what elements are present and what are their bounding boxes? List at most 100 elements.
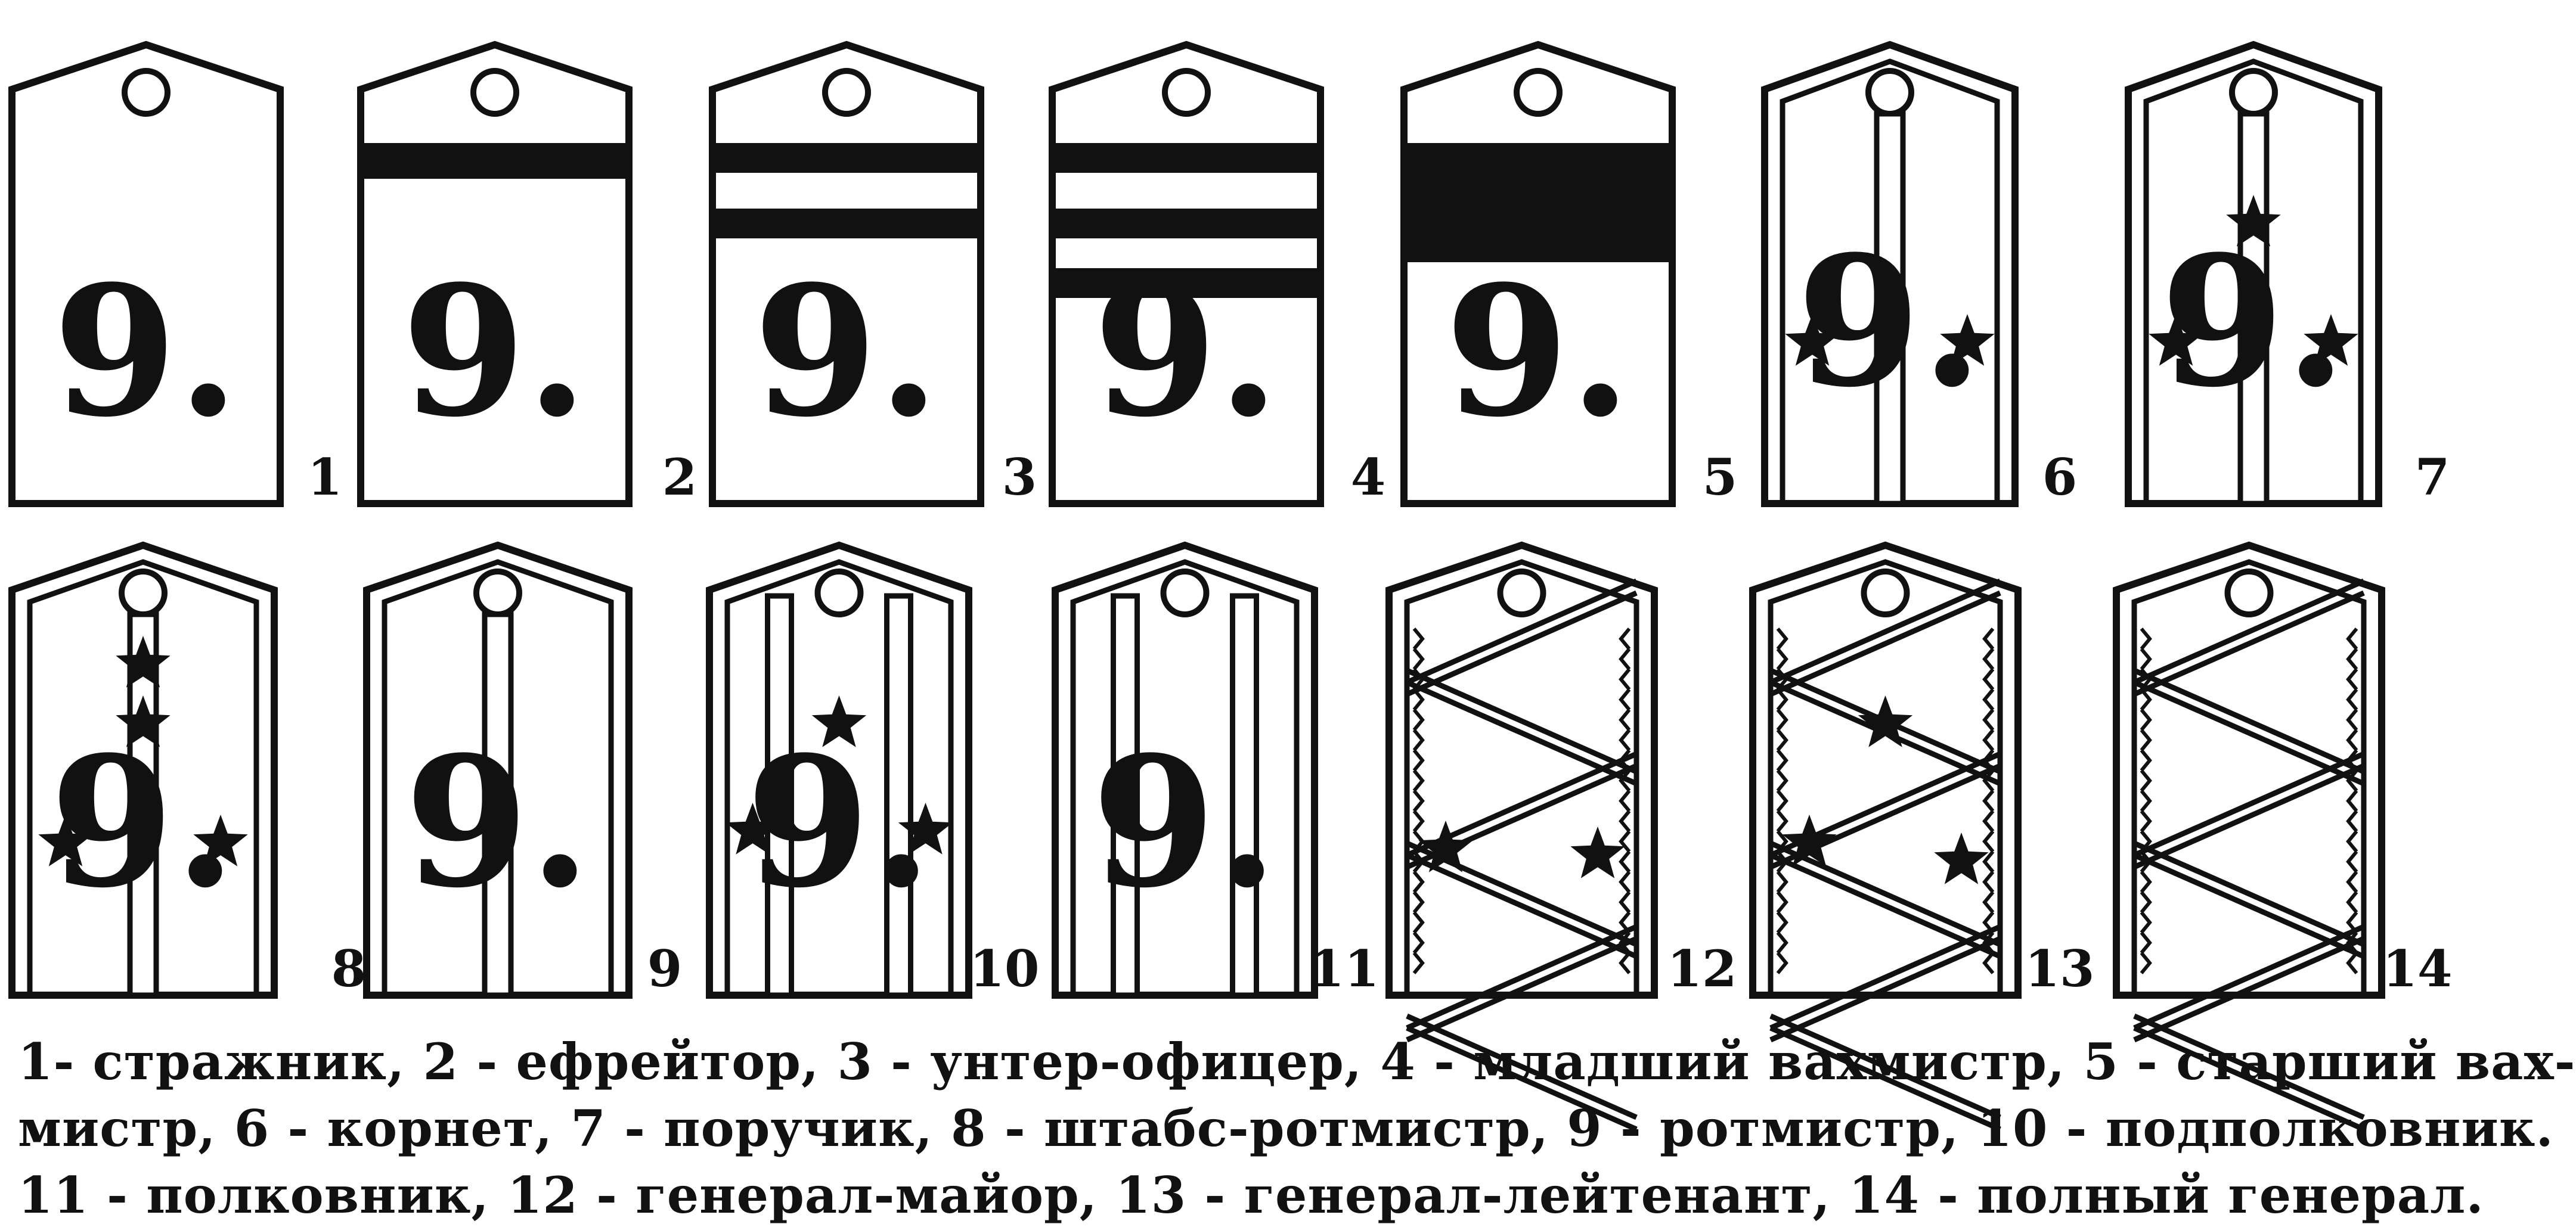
item-number-label: 6	[2042, 448, 2077, 507]
zigzag-braid	[2134, 581, 2364, 1129]
button-circle	[470, 68, 519, 117]
board-number-marking: 9.	[1092, 717, 1278, 927]
board-inner-edge	[1768, 559, 2003, 995]
item-number-label: 2	[662, 448, 697, 507]
rank-star	[2304, 314, 2358, 366]
button-circle	[1861, 569, 1910, 617]
vertical-stripe	[1874, 111, 1906, 507]
board-inner-edge	[1780, 58, 2000, 504]
rank-star	[116, 636, 171, 688]
item-number-label: 14	[2383, 939, 2453, 998]
shoulder-board-5: 9.5	[1400, 41, 1737, 507]
board-outline	[2113, 541, 2385, 999]
board-number-marking: 9.	[1093, 246, 1279, 456]
board-number-marking: 9.	[1796, 216, 1983, 427]
braid-edge-waves	[2140, 628, 2358, 974]
rank-star	[1418, 821, 1473, 872]
rank-star	[2149, 314, 2203, 366]
board-inner-edge	[724, 559, 954, 995]
board-number-marking: 9.	[401, 246, 588, 456]
rank-bar	[712, 143, 981, 173]
vertical-stripe	[1230, 593, 1259, 998]
item-number-label: 7	[2415, 448, 2450, 507]
shoulder-board-13: 13	[1749, 541, 2095, 1129]
rank-star	[1934, 833, 1989, 884]
rank-star	[1785, 314, 1840, 366]
rank-star	[1782, 815, 1837, 866]
vertical-stripe	[884, 593, 913, 998]
rank-bar	[1052, 143, 1320, 173]
item-number-label: 5	[1703, 448, 1737, 507]
braid-lines	[1407, 581, 1636, 1129]
rank-bar-wide	[1404, 143, 1672, 262]
board-number-marking: 9.	[753, 246, 940, 456]
button-circle	[1865, 68, 1914, 117]
braid-lines	[2134, 581, 2364, 1129]
board-inner-edge	[1070, 559, 1300, 995]
shoulder-board-8: 9.8	[8, 541, 366, 999]
board-number-marking: 9.	[49, 717, 236, 927]
shoulder-board-14: 14	[2113, 541, 2453, 1129]
shoulder-board-6: 9.6	[1761, 41, 2077, 507]
rank-star	[898, 803, 953, 855]
rank-star	[1940, 314, 1995, 366]
vertical-stripe	[2237, 111, 2270, 507]
board-outline	[8, 41, 284, 507]
shoulder-board-1: 9.1	[8, 41, 342, 507]
button-circle	[1514, 68, 1563, 117]
vertical-stripe	[765, 593, 794, 998]
vertical-stripe	[482, 611, 514, 998]
shoulder-board-10: 9.10	[706, 541, 1040, 999]
braid-edge-waves	[1412, 628, 1631, 974]
board-number-marking: 9.	[746, 717, 932, 927]
button-circle	[2224, 569, 2274, 617]
board-inner-edge	[27, 559, 259, 995]
item-number-label: 10	[970, 939, 1040, 998]
rank-star	[193, 815, 248, 866]
caption-line-3: 11 - полковник, 12 - генерал-майор, 13 -…	[18, 1166, 2484, 1225]
caption-line-1: 1- стражник, 2 - ефрейтор, 3 - унтер-офи…	[18, 1032, 2576, 1091]
board-inner-edge	[1404, 559, 1639, 995]
button-circle	[822, 68, 871, 117]
board-outline	[1749, 541, 2022, 999]
button-circle	[119, 569, 168, 617]
rank-bar	[1052, 268, 1320, 298]
shoulder-board-11: 9.11	[1052, 541, 1380, 999]
item-number-label: 11	[1310, 939, 1380, 998]
button-circle	[473, 569, 522, 617]
button-circle	[122, 68, 171, 117]
item-number-label: 3	[1002, 448, 1037, 507]
item-number-label: 12	[1667, 939, 1737, 998]
zigzag-braid	[1407, 581, 1636, 1129]
rank-bar	[1052, 209, 1320, 238]
board-number-marking: 9.	[2160, 216, 2346, 427]
button-circle	[1160, 569, 1210, 617]
shoulder-board-2: 9.2	[357, 41, 697, 507]
vertical-stripe	[1111, 593, 1140, 998]
caption-line-2: мистр, 6 - корнет, 7 - поручик, 8 - штаб…	[18, 1099, 2554, 1158]
button-circle	[2229, 68, 2278, 117]
board-number-marking: 9.	[404, 717, 591, 927]
button-circle	[1497, 569, 1546, 617]
board-outline	[1385, 541, 1658, 999]
button-circle	[814, 569, 864, 617]
rank-star	[1570, 827, 1625, 878]
rank-star	[2226, 195, 2281, 247]
item-number-label: 4	[1351, 448, 1385, 507]
item-number-label: 13	[2025, 939, 2095, 998]
item-number-label: 1	[308, 448, 342, 507]
shoulder-board-4: 9.4	[1049, 41, 1385, 507]
rank-bar	[361, 143, 629, 179]
item-number-label: 9	[647, 939, 682, 998]
board-inner-edge	[2131, 559, 2367, 995]
board-inner-edge	[382, 559, 614, 995]
rank-star	[116, 695, 171, 747]
rank-star	[1858, 695, 1913, 747]
braid-edge-waves	[1776, 628, 1995, 974]
shoulder-board-12: 12	[1385, 541, 1737, 1129]
board-number-marking: 9.	[1444, 246, 1631, 456]
rank-star	[38, 815, 93, 866]
rank-bar	[712, 209, 981, 238]
rank-star	[725, 803, 780, 855]
